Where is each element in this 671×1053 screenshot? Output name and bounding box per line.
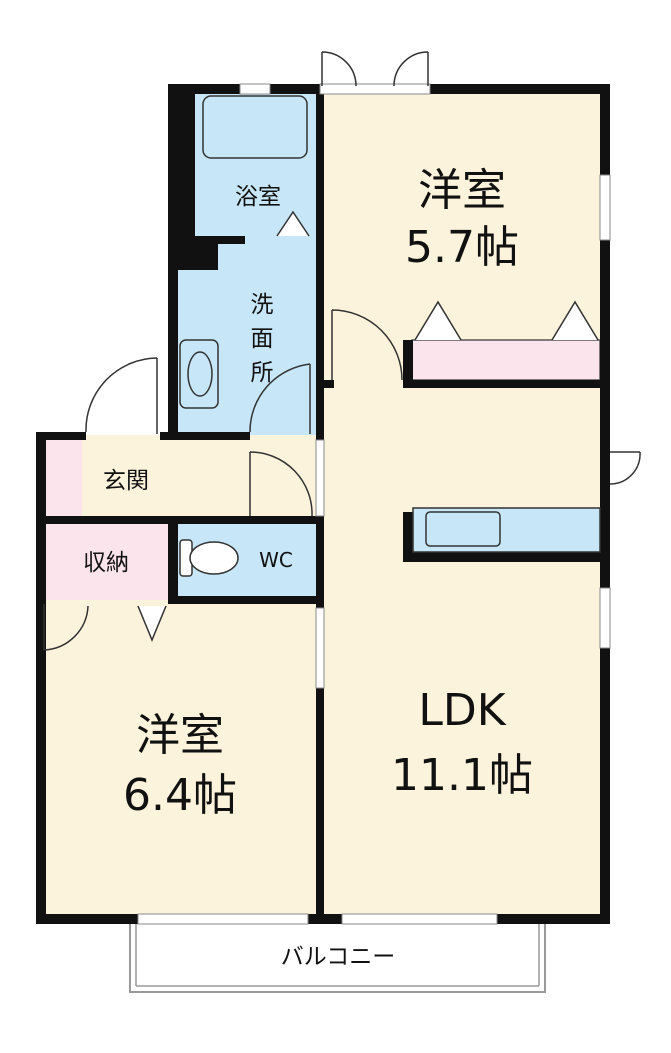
label-entrance: 玄関 bbox=[103, 468, 149, 494]
toilet-icon bbox=[179, 539, 239, 577]
label-ldk-name: LDK bbox=[418, 685, 506, 736]
room-storage bbox=[40, 520, 170, 600]
entrance-step bbox=[40, 435, 82, 520]
closet-triangles bbox=[137, 210, 599, 642]
label-washroom-char-1: 洗 bbox=[251, 292, 274, 318]
label-western-north-name: 洋室 bbox=[418, 165, 506, 216]
washbasin-bowl-icon bbox=[187, 351, 213, 397]
bathtub-icon bbox=[202, 95, 308, 159]
kitchen-sink-icon bbox=[412, 507, 601, 553]
label-balcony: バルコニー bbox=[281, 944, 396, 970]
balcony bbox=[129, 921, 546, 993]
room-entrance bbox=[40, 435, 320, 520]
label-washroom-char-3: 所 bbox=[251, 360, 274, 386]
label-western-south-size: 6.4帖 bbox=[123, 770, 237, 821]
doors bbox=[43, 51, 641, 651]
closet-pink bbox=[411, 339, 601, 381]
label-storage: 収納 bbox=[83, 550, 129, 576]
label-bath: 浴室 bbox=[235, 184, 281, 210]
label-western-north-size: 5.7帖 bbox=[405, 222, 519, 273]
label-toilet: WC bbox=[259, 548, 293, 572]
label-ldk-size: 11.1帖 bbox=[391, 750, 533, 801]
label-western-south-name: 洋室 bbox=[136, 710, 224, 761]
label-washroom-char-2: 面 bbox=[251, 326, 274, 352]
room-ldk bbox=[320, 385, 605, 920]
windows bbox=[137, 83, 611, 925]
room-western-south bbox=[40, 600, 320, 920]
